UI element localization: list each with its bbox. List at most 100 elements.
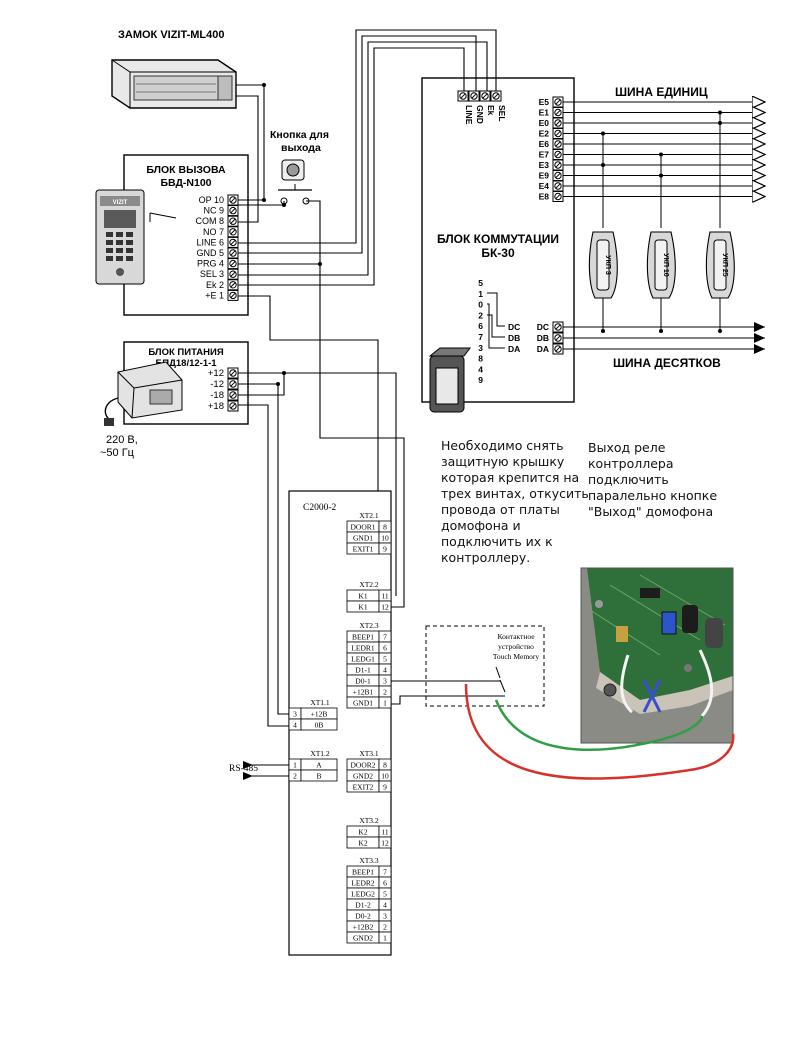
note-right-line: "Выход" домофона	[588, 504, 714, 519]
wire	[306, 200, 405, 608]
pin-number: 8	[383, 761, 387, 770]
e-terminal-label: E6	[539, 139, 550, 149]
pin-number: 2	[293, 772, 297, 781]
digit-label: 9	[478, 375, 483, 385]
rs485-label: RS-485	[229, 764, 258, 774]
power-block: БЛОК ПИТАНИЯ БПД18/12-1-1 220 В, ~50 Гц …	[100, 341, 249, 459]
touch-memory-box: Контактное устройство Touch Memory	[425, 625, 545, 707]
note-left-line: защитную крышку	[441, 454, 565, 469]
note-right-line: подключить	[588, 472, 669, 487]
pin-number: 9	[383, 783, 387, 792]
bus-terminal-screw	[552, 321, 564, 333]
pin-number: 1	[383, 699, 387, 708]
pin-name: DOOR2	[350, 761, 375, 770]
digit-label: 8	[478, 354, 483, 364]
note-right: Выход реле контроллера подключить парале…	[588, 440, 717, 520]
pin-name: D0-1	[355, 677, 371, 686]
e-terminal-label: E3	[539, 160, 550, 170]
lock-device: ЗАМОК VIZIT-ML400	[111, 29, 237, 109]
e-terminal-label: E7	[539, 150, 550, 160]
pcb-photo	[580, 567, 734, 744]
outer-bus-label: DB	[537, 333, 549, 343]
switch-top-label: GND	[475, 105, 485, 124]
pin-name: 0В	[315, 721, 324, 730]
e-terminal-screw	[552, 149, 564, 160]
pin-number: 8	[383, 523, 387, 532]
pin-number: 6	[383, 879, 387, 888]
call-terminal-screw	[227, 215, 239, 227]
e-terminal-screw	[552, 180, 564, 192]
call-terminal-screw	[227, 226, 239, 238]
handset-label: УКП 3	[604, 255, 611, 275]
call-block-title-1: БЛОК ВЫЗОВА	[146, 164, 226, 176]
red-wire	[464, 683, 735, 780]
e-terminal-label: E1	[539, 108, 550, 118]
digit-label: 6	[478, 321, 483, 331]
pin-number: 10	[381, 534, 389, 543]
wire	[238, 35, 477, 254]
switch-title-2: БК-30	[481, 246, 515, 260]
note-right-line: контроллера	[588, 456, 674, 471]
pin-name: GND2	[353, 772, 373, 781]
digit-label: 4	[478, 364, 483, 374]
pin-name: +12В	[311, 710, 328, 719]
call-terminal-screw	[227, 247, 239, 259]
green-wire	[494, 699, 704, 751]
switch-top-screw	[479, 90, 491, 102]
wire	[238, 404, 289, 727]
pin-number: 1	[293, 761, 297, 770]
pin-number: 12	[381, 839, 389, 848]
power-terminal-screw	[227, 389, 239, 401]
call-terminal-screw	[227, 194, 239, 206]
outer-bus-label: DC	[537, 322, 549, 332]
note-left-line: Необходимо снять	[441, 438, 564, 453]
handset-label: УКП 25	[721, 253, 728, 276]
lock-title: ЗАМОК VIZIT-ML400	[118, 29, 225, 41]
inner-bus-label: DB	[508, 333, 520, 343]
controller-title: С2000-2	[303, 503, 337, 513]
pin-number: 10	[381, 772, 389, 781]
e-terminal-screw	[552, 117, 564, 129]
switch-top-screw	[457, 90, 469, 102]
switch-top-label: Ek	[486, 105, 496, 116]
wire	[236, 95, 259, 223]
call-terminal-label: PRG 4	[197, 259, 224, 269]
outer-bus-label: DA	[537, 344, 549, 354]
call-terminal-label: COM 8	[195, 216, 224, 226]
e-terminal-screw	[552, 170, 564, 181]
pin-number: 7	[383, 868, 387, 877]
panel-brand: VIZIT	[113, 200, 128, 206]
wire	[391, 695, 505, 705]
pin-name: LEDG2	[351, 890, 375, 899]
call-terminal-screw	[227, 279, 239, 291]
call-terminal-label: NO 7	[203, 227, 224, 237]
switch-top-label: SEL	[497, 105, 507, 122]
note-right-line: Выход реле	[588, 440, 666, 455]
pin-name: D1-2	[355, 901, 371, 910]
pin-name: LEDR2	[351, 879, 375, 888]
pin-name: K2	[358, 839, 367, 848]
pin-name: BEEP1	[352, 633, 374, 642]
note-left-line: трех винтах, откусить	[441, 486, 589, 501]
touch-memory-2: устройство	[498, 642, 534, 651]
pin-number: 6	[383, 644, 387, 653]
mains-label-1: 220 В,	[106, 434, 138, 446]
switch-title-1: БЛОК КОММУТАЦИИ	[437, 232, 559, 246]
pin-number: 7	[383, 633, 387, 642]
inner-bus-label: DA	[508, 344, 520, 354]
block-title: XT3.1	[359, 749, 379, 758]
pin-number: 3	[293, 710, 297, 719]
call-terminal-label: GND 5	[196, 248, 224, 258]
pin-number: 2	[383, 688, 387, 697]
digit-label: 3	[478, 343, 483, 353]
pin-number: 4	[293, 721, 297, 730]
wire	[238, 29, 497, 244]
note-left-line: контроллеру.	[441, 550, 531, 565]
block-title: XT2.3	[359, 621, 379, 630]
handset: УКП 25	[705, 110, 735, 333]
pin-number: 5	[383, 655, 387, 664]
call-terminal-label: SEL 3	[200, 269, 224, 279]
pin-number: 1	[383, 934, 387, 943]
pin-name: K2	[358, 828, 367, 837]
